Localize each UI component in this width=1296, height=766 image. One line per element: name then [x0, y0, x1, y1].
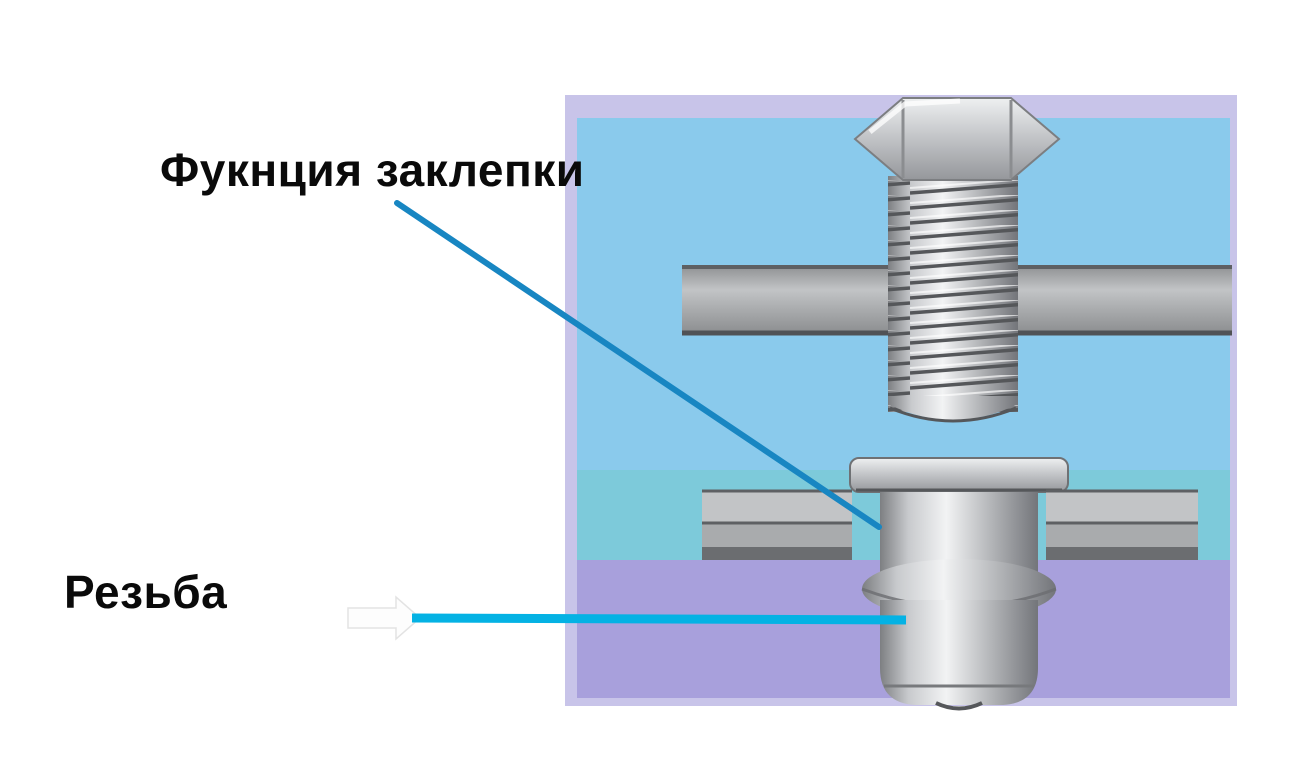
lower-plate-left-mid: [702, 523, 852, 547]
hex-bolt: [853, 97, 1061, 423]
lower-plate-right-mid: [1046, 523, 1198, 547]
rivet-nut: [849, 457, 1069, 711]
callout-line-rivet-function: [394, 200, 882, 530]
lower-plate-right-top: [1046, 490, 1198, 523]
lower-plates: [702, 489, 1198, 560]
hex-head-facet-lines: [901, 100, 1013, 178]
upper-plate-right: [1018, 266, 1232, 334]
lower-plate-right-bottom: [1046, 547, 1198, 560]
bolt-shaft-threads: [888, 176, 1018, 412]
callout-line-thread: [411, 613, 907, 625]
rivet-bottom-notch: [935, 701, 983, 711]
bolt-tip-edge: [889, 406, 1017, 423]
rivet-body-lower: [880, 600, 1038, 705]
callout-lines: [347, 200, 907, 641]
faint-arrow-shape: [347, 595, 422, 641]
upper-plate-left: [682, 266, 888, 334]
rivet-flange: [849, 457, 1069, 493]
upper-plates: [682, 265, 1232, 336]
hex-head-highlight: [868, 98, 961, 134]
lower-plate-left-bottom: [702, 547, 852, 560]
bolt-hex-head: [853, 97, 1061, 181]
label-thread: Резьба: [64, 566, 228, 618]
bolt-shaft-tip: [888, 396, 1018, 420]
label-rivet-function: Фукнция заклепки: [160, 144, 585, 196]
lower-plate-right-edges: [1046, 489, 1198, 525]
